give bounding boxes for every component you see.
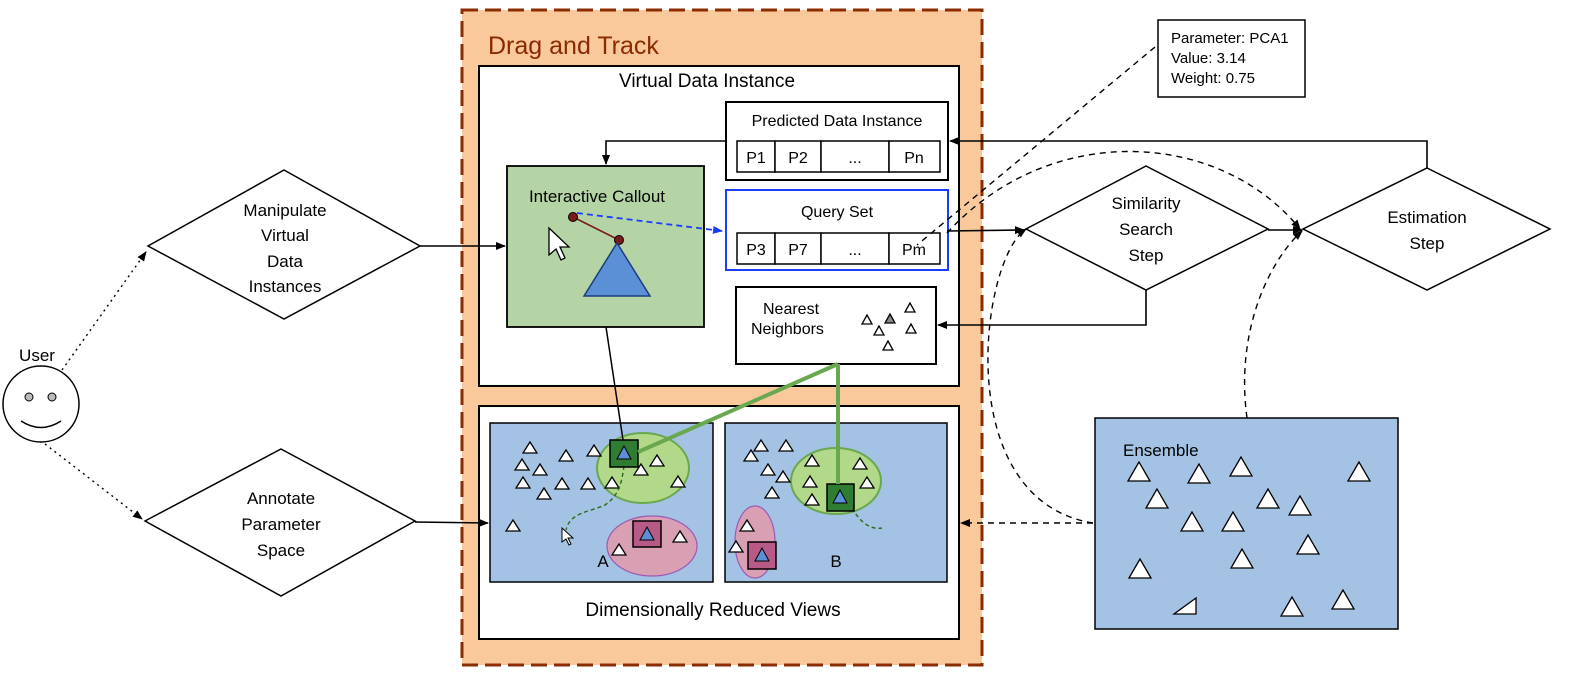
nearest-neighbors-box [735,286,937,365]
query-link-arrow [576,212,723,234]
interactive-callout-box[interactable] [506,165,705,328]
parameter-line: Parameter: PCA1 [1171,30,1289,47]
drag-and-track-title: Drag and Track [488,32,659,60]
annotate-to-views [414,518,489,527]
annotate-line: Parameter [241,515,321,534]
annotate-diamond [143,448,417,597]
manipulate-line: Virtual [261,226,309,245]
predicted-data-instance-label: Predicted Data Instance [752,113,923,130]
similarity-to-neighbors [937,290,1147,329]
reduced-views-label: Dimensionally Reduced Views [585,600,840,621]
interactive-callout-label: Interactive Callout [529,187,665,206]
callout-anchor-point[interactable] [614,235,624,245]
annotate-line: Annotate [247,489,315,508]
user-to-annotate [44,443,143,520]
predicted-cell: P1 [746,150,766,167]
parameter-line: Weight: 0.75 [1171,70,1255,87]
virtual-instance-triangle[interactable] [582,241,652,297]
predicted-cells: P1 P2 ... Pn [736,140,941,173]
predicted-cell: Pn [904,150,924,167]
virtual-data-instance-label: Virtual Data Instance [619,71,795,92]
nearest-neighbors-label-2: Neighbors [751,321,824,338]
ensemble-box[interactable] [1094,417,1399,630]
smiley-face-icon [2,365,80,443]
query-cell: ... [848,242,861,259]
view-a-track-path [565,465,625,531]
annotate-line: Space [257,541,305,560]
parameter-tooltip [1157,19,1306,98]
predicted-cell: ... [848,150,861,167]
estimation-line: Estimation [1387,208,1466,227]
similarity-line: Similarity [1112,194,1181,213]
neighbor-triangles [860,301,918,351]
callout-handle-point[interactable] [568,212,578,222]
user-to-manipulate [61,251,147,371]
manipulate-line: Instances [249,277,322,296]
query-set-label: Query Set [801,204,874,221]
similarity-line: Step [1129,246,1164,265]
cursor-icon [548,226,571,261]
ensemble-to-similarity-dashed [987,228,1094,524]
query-to-similarity [946,226,1025,235]
estimation-line: Step [1410,234,1445,253]
query-cell: P3 [746,242,766,259]
manipulate-diamond [146,169,422,320]
view-a-triangles [504,440,689,556]
ensemble-triangles [1126,455,1372,617]
view-b-triangles [727,438,876,553]
view-a-cursor [561,526,575,546]
predicted-to-callout [602,140,726,165]
query-cell: Pm [902,242,926,259]
estimation-to-predicted [949,137,1428,168]
estimation-diamond [1301,167,1552,291]
query-cells: P3 P7 ... Pm [736,232,941,265]
query-to-estimation-dashed [946,150,1301,234]
nearest-neighbors-label-1: Nearest [763,301,820,318]
predicted-cell: P2 [788,150,808,167]
ensemble-label: Ensemble [1123,441,1199,460]
view-b-label: B [830,552,841,571]
manipulate-line: Manipulate [243,201,326,220]
view-a-label: A [597,552,609,571]
user-label: User [19,346,55,365]
query-cell: P7 [788,242,808,259]
similarity-line: Search [1119,220,1173,239]
ensemble-to-estimation-dashed [1243,230,1303,419]
parameter-line: Value: 3.14 [1171,50,1246,67]
manipulate-line: Data [267,252,303,271]
callout-to-view-line [605,326,624,441]
neighbors-to-view-a-line [637,362,839,454]
tooltip-leader-line [916,46,1156,246]
callout-handle-line [572,216,620,241]
